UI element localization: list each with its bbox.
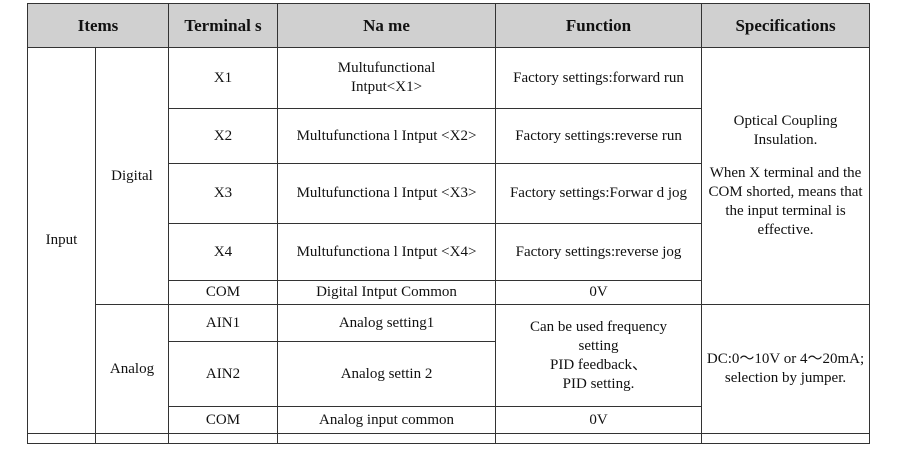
- name-cell: Analog setting1: [277, 304, 497, 342]
- function-text: PID setting.: [562, 375, 635, 392]
- name-cell: Multufunctiona l Intput <X4>: [277, 223, 497, 281]
- table-row: AIN2 Analog settin 2: [28, 341, 870, 407]
- table-row: X2 Multufunctiona l Intput <X2> Factory …: [28, 108, 870, 164]
- name-cell: Analog input common: [277, 406, 497, 434]
- terminal-cell: X3: [168, 163, 279, 224]
- spec-text: When X terminal and the COM shorted, mea…: [708, 165, 863, 238]
- subgroup-digital: Digital: [94, 47, 170, 305]
- terminal-spec-table: Items Terminal s Na me Function Specific…: [26, 3, 871, 444]
- empty-cell: [94, 433, 170, 444]
- table-row: COM Digital Intput Common 0V: [28, 280, 870, 305]
- terminal-cell: AIN2: [168, 341, 279, 407]
- empty-cell: [27, 433, 96, 444]
- function-cell: Factory settings:Forwar d jog: [495, 163, 703, 224]
- header-specifications: Specifications: [701, 3, 871, 48]
- terminal-cell: COM: [168, 280, 279, 305]
- empty-cell: [701, 433, 871, 444]
- terminal-cell: X4: [168, 223, 279, 281]
- function-cell: 0V: [495, 406, 703, 434]
- name-cell: Analog settin 2: [277, 341, 497, 407]
- header-function: Function: [495, 3, 703, 48]
- header-items: Items: [26, 3, 170, 48]
- spec-text: Optical Coupling Insulation.: [733, 113, 838, 148]
- analog-function-cell: Can be used frequency setting PID feedba…: [495, 304, 703, 407]
- function-cell: Factory settings:reverse run: [495, 108, 703, 164]
- table-row: Input Digital X1 Multufunctional Intput<…: [27, 47, 871, 434]
- table-row: COM Analog input common 0V: [28, 406, 870, 434]
- table-row-cutoff: [27, 433, 871, 444]
- function-text: Can be used frequency setting: [530, 318, 668, 354]
- empty-cell: [168, 433, 279, 444]
- table-row: Analog AIN1 Analog setting1 Can be used …: [28, 304, 871, 434]
- terminal-cell: COM: [168, 406, 279, 434]
- function-text: PID feedback、: [549, 356, 648, 373]
- analog-spec-cell: DC:0～10V or 4～20mA; selection by jumper.: [701, 304, 871, 434]
- name-cell: Multufunctiona l Intput <X2>: [277, 108, 497, 164]
- table-row: X3 Multufunctiona l Intput <X3> Factory …: [28, 163, 870, 224]
- header-terminals: Terminal s: [168, 3, 279, 48]
- digital-spec-cell: Optical Coupling Insulation. When X term…: [701, 47, 871, 305]
- empty-cell: [277, 433, 497, 444]
- terminal-cell: X2: [168, 108, 279, 164]
- header-row: Items Terminal s Na me Function Specific…: [26, 3, 871, 48]
- function-cell: 0V: [495, 280, 703, 305]
- terminal-cell: AIN1: [168, 304, 279, 342]
- function-cell: Factory settings:reverse jog: [495, 223, 703, 281]
- empty-cell: [495, 433, 703, 444]
- subgroup-analog: Analog: [94, 304, 170, 434]
- table-row: X4 Multufunctiona l Intput <X4> Factory …: [28, 223, 870, 281]
- group-input: Input: [27, 47, 96, 434]
- name-cell: Multufunctiona l Intput <X3>: [277, 163, 497, 224]
- name-cell: Digital Intput Common: [277, 280, 497, 305]
- function-cell: Factory settings:forward run: [495, 47, 703, 109]
- terminal-cell: X1: [168, 47, 279, 109]
- name-cell: Multufunctional Intput<X1>: [277, 47, 497, 109]
- header-name: Na me: [277, 3, 497, 48]
